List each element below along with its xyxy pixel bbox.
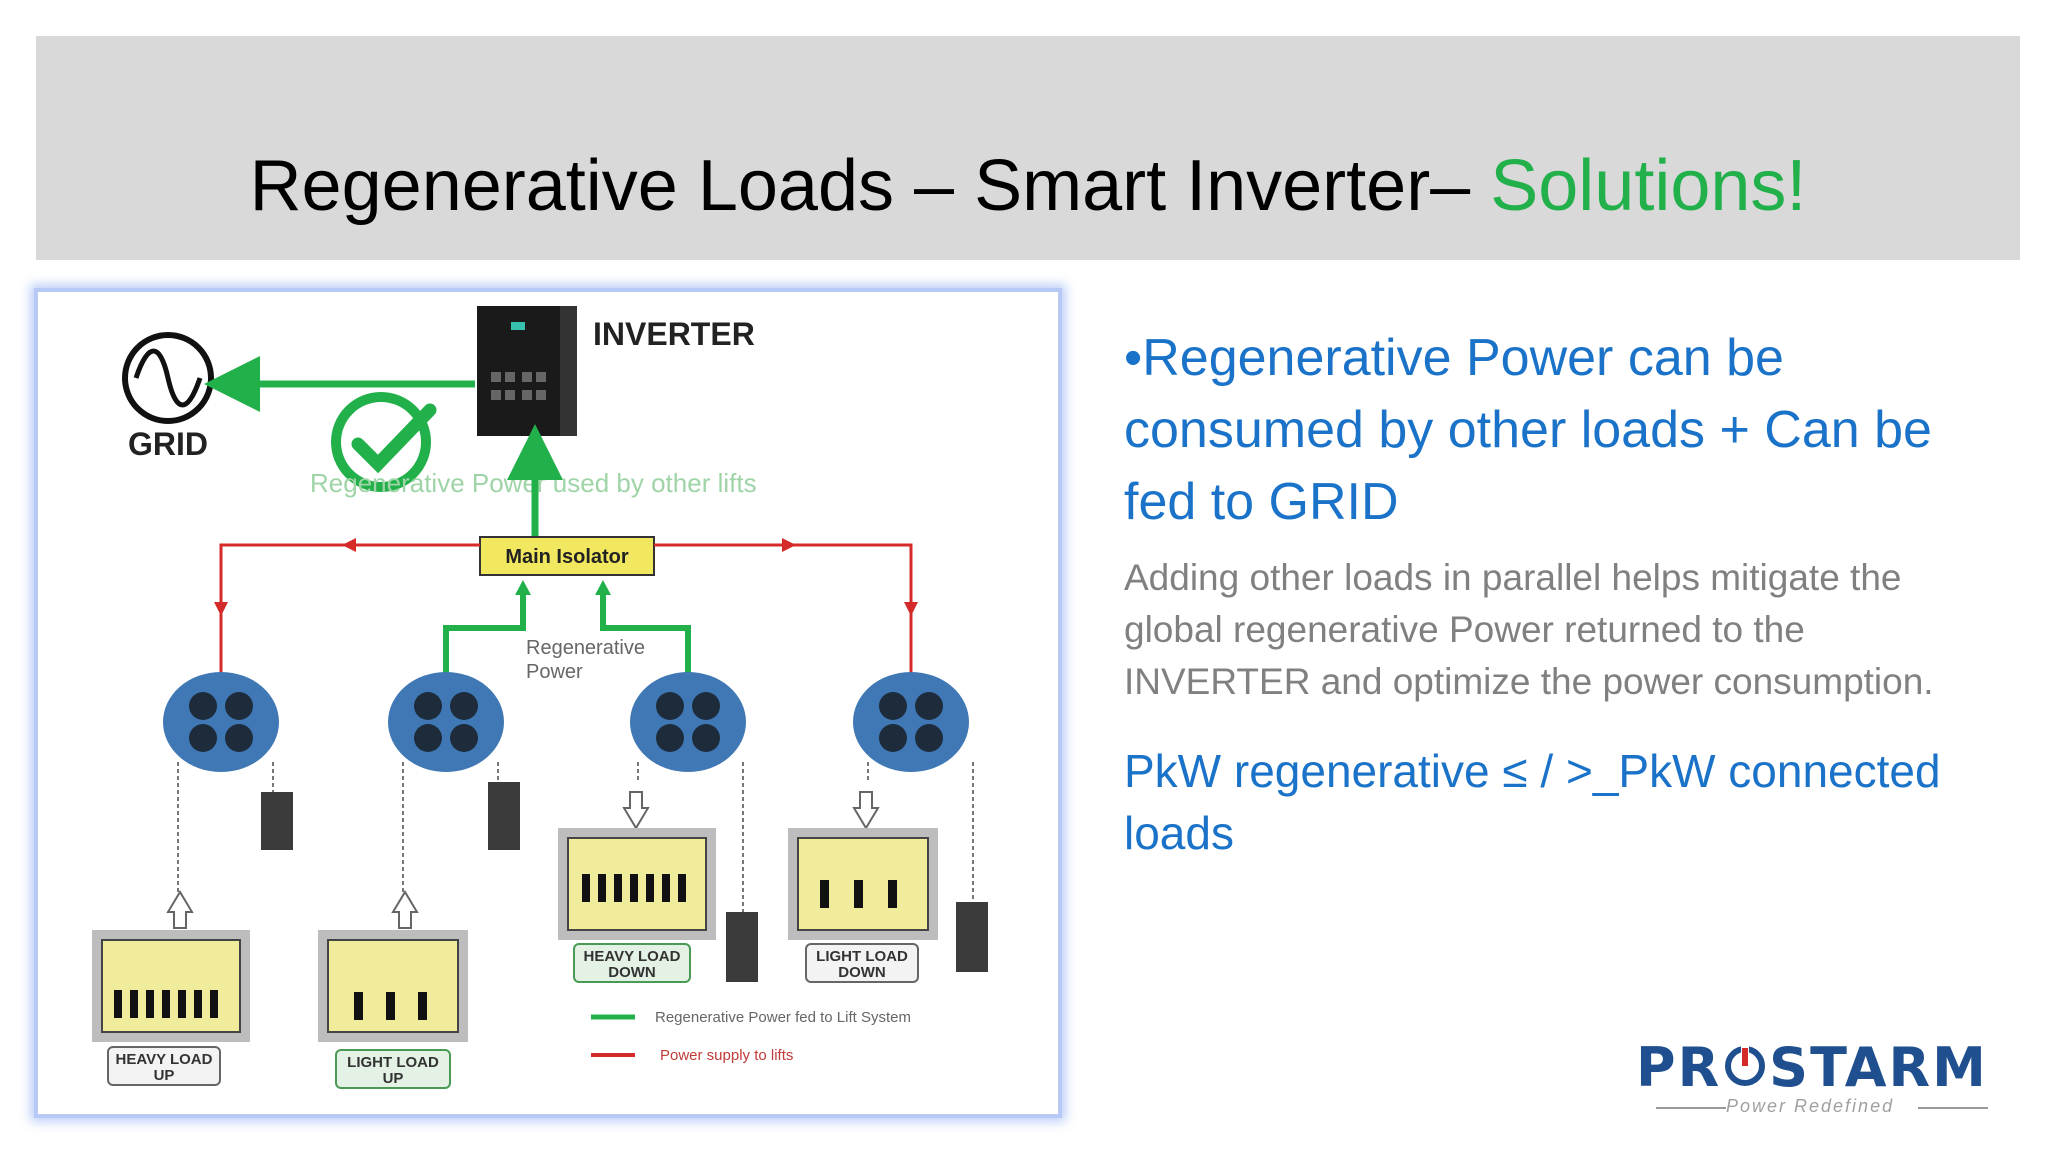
bullet-text: Regenerative Power can be consumed by ot… bbox=[1124, 329, 1932, 531]
legend-label-red: Power supply to lifts bbox=[660, 1047, 793, 1064]
logo-rule-left bbox=[1656, 1107, 1726, 1109]
car-label-line2: UP bbox=[383, 1070, 404, 1087]
car-label-line2: DOWN bbox=[608, 964, 656, 981]
car-label-line1: LIGHT LOAD bbox=[816, 948, 908, 965]
counterweight-icon bbox=[261, 792, 293, 850]
logo-name-right: STARM bbox=[1769, 1036, 1988, 1099]
grid-label: GRID bbox=[128, 426, 208, 462]
lift-diagram-figure: GRID INVERTER Regenerative Power used by… bbox=[34, 288, 1062, 1118]
elevator-car-icon bbox=[92, 930, 250, 1042]
car-label: HEAVY LOAD DOWN bbox=[573, 943, 691, 983]
legend-label-green: Regenerative Power fed to Lift System bbox=[655, 1009, 911, 1026]
bullet-marker: • bbox=[1124, 329, 1143, 387]
car-label-line1: HEAVY LOAD bbox=[116, 1051, 213, 1068]
power-formula: PkW regenerative ≤ / >_PkW connected loa… bbox=[1124, 745, 1941, 859]
red-arrowheads bbox=[214, 538, 918, 616]
power-supply-lines bbox=[219, 543, 913, 697]
title-bar: Regenerative Loads – Smart Inverter– Sol… bbox=[36, 36, 2020, 260]
car-label-line2: DOWN bbox=[838, 964, 886, 981]
direction-arrows bbox=[166, 791, 880, 929]
car-label-line1: LIGHT LOAD bbox=[347, 1054, 439, 1071]
people-icon bbox=[114, 990, 218, 1018]
car-label: LIGHT LOAD UP bbox=[335, 1049, 451, 1089]
main-isolator-box bbox=[479, 536, 655, 576]
motor-icon bbox=[630, 672, 746, 772]
regen-power-label-1: Regenerative bbox=[526, 637, 645, 659]
motor-icon bbox=[388, 672, 504, 772]
elevator-car-icon bbox=[558, 828, 716, 940]
sine-wave-icon bbox=[122, 332, 214, 424]
title-accent: Solutions! bbox=[1490, 146, 1807, 226]
lift-diagram: GRID INVERTER Regenerative Power used by… bbox=[92, 306, 988, 1089]
people-icon bbox=[820, 880, 897, 908]
regenerative-lines bbox=[443, 587, 691, 684]
logo-name-left: PR bbox=[1636, 1036, 1722, 1099]
power-symbol-icon bbox=[1723, 1044, 1767, 1088]
content-column: •Regenerative Power can be consumed by o… bbox=[1124, 322, 1984, 864]
check-circle-icon bbox=[331, 392, 437, 492]
car-label: HEAVY LOAD UP bbox=[107, 1046, 221, 1086]
car-label: LIGHT LOAD DOWN bbox=[805, 943, 919, 983]
elevator-car-icon bbox=[788, 828, 938, 940]
prostarm-logo: PR STARM Power Redefined bbox=[1636, 1038, 1996, 1118]
bullet-point: •Regenerative Power can be consumed by o… bbox=[1124, 322, 1984, 538]
title-main: Regenerative Loads – Smart Inverter– bbox=[249, 146, 1491, 226]
counterweight-icon bbox=[488, 782, 520, 850]
car-label-line1: HEAVY LOAD bbox=[584, 948, 681, 965]
car-label-line2: UP bbox=[154, 1067, 175, 1084]
regen-arrowheads bbox=[515, 580, 611, 595]
main-isolator-label: Main Isolator bbox=[505, 546, 629, 568]
slide-title: Regenerative Loads – Smart Inverter– Sol… bbox=[36, 141, 2020, 231]
people-icon bbox=[582, 874, 686, 902]
counterweight-icon bbox=[956, 902, 988, 972]
inverter-cabinet-icon bbox=[477, 306, 577, 436]
logo-tagline: Power Redefined bbox=[1726, 1096, 1895, 1116]
logo-rule-right bbox=[1918, 1107, 1988, 1109]
logo-wordmark: PR STARM bbox=[1636, 1038, 1988, 1098]
hoist-ropes bbox=[177, 762, 974, 912]
people-icon bbox=[354, 992, 427, 1020]
regen-power-label-2: Power bbox=[526, 661, 583, 683]
inverter-label: INVERTER bbox=[593, 316, 755, 352]
explanation-paragraph: Adding other loads in parallel helps mit… bbox=[1124, 557, 1934, 702]
counterweight-icon bbox=[726, 912, 758, 982]
motor-icon bbox=[163, 672, 279, 772]
elevator-car-icon bbox=[318, 930, 468, 1042]
motor-icon bbox=[853, 672, 969, 772]
